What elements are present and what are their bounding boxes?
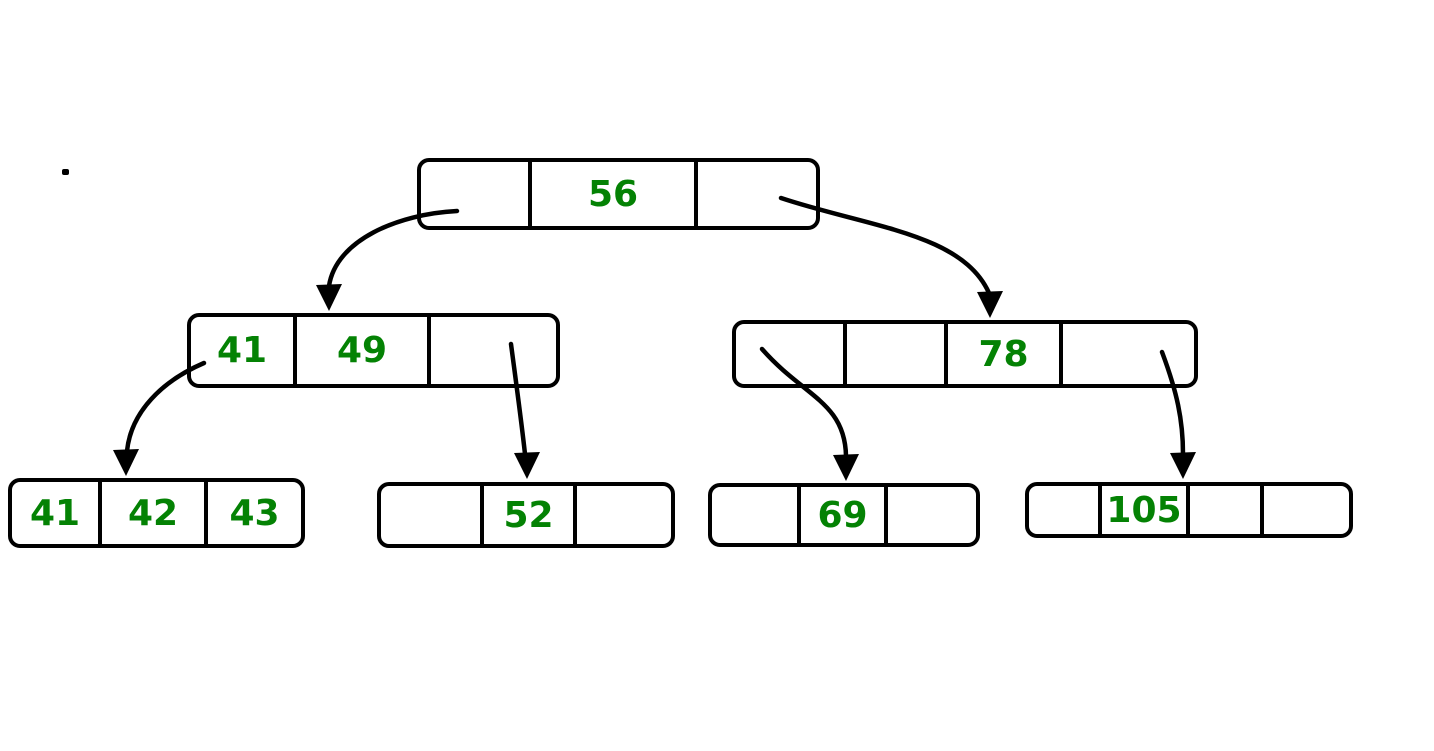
node-cell [573,486,671,544]
node-internal-left: 41 49 [187,313,560,388]
node-cell: 78 [944,324,1059,384]
node-cell: 43 [204,482,301,544]
node-cell: 49 [293,317,427,384]
node-cell [736,324,843,384]
node-leaf-3: 69 [708,483,980,547]
node-leaf-1: 41 42 43 [8,478,305,548]
node-root: 56 [417,158,820,230]
node-leaf-4: 105 [1025,482,1353,538]
node-cell [427,317,556,384]
node-cell [1029,486,1098,534]
node-cell: 41 [216,330,268,371]
node-cell: 69 [797,487,884,543]
node-cell [884,487,976,543]
node-leaf-2: 52 [377,482,675,548]
node-cell: 56 [528,162,694,226]
node-cell [1186,486,1260,534]
node-cell [421,162,528,226]
node-cell: 105 [1098,486,1186,534]
node-internal-right: 78 [732,320,1198,388]
node-cell [712,487,797,543]
node-cell [381,486,480,544]
node-cell: 41 [29,492,81,534]
node-cell [843,324,944,384]
node-cell: 42 [98,482,204,544]
stray-dot [62,169,69,175]
node-cell [1260,486,1349,534]
node-cell [1059,324,1194,384]
node-cell: 52 [480,486,573,544]
node-cell [694,162,816,226]
